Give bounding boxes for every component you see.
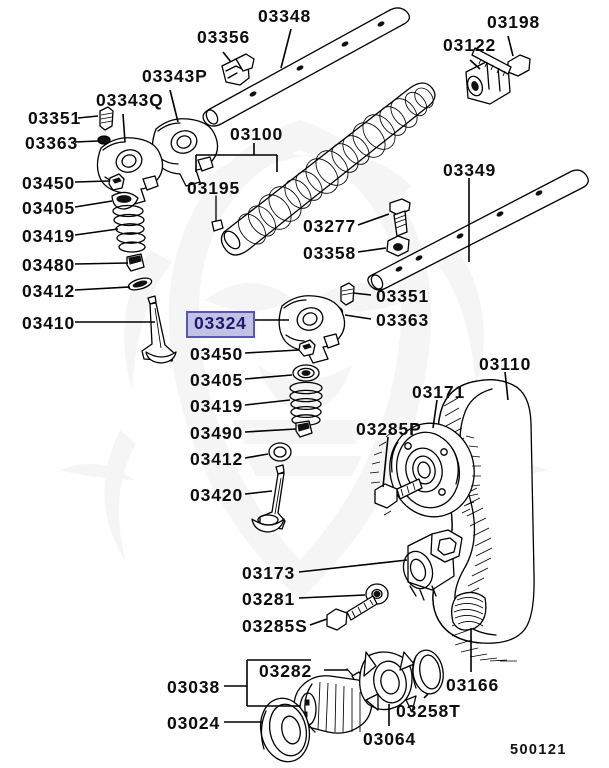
part-oil-seal-03412-lower <box>268 442 292 462</box>
part-washer-plate-03358 <box>386 235 410 257</box>
part-pulley-03024 <box>259 697 311 763</box>
part-label-03450a[interactable]: 03450 <box>22 173 76 193</box>
part-label-03480[interactable]: 03480 <box>22 255 76 275</box>
part-label-03348[interactable]: 03348 <box>258 6 312 26</box>
part-label-03285S[interactable]: 03285S <box>242 616 308 636</box>
part-valve-03420 <box>251 464 286 533</box>
part-label-03064[interactable]: 03064 <box>363 729 417 749</box>
part-label-03281[interactable]: 03281 <box>242 589 296 609</box>
part-label-03419a[interactable]: 03419 <box>22 226 76 246</box>
part-oil-seal-03412-upper <box>127 277 153 291</box>
part-label-03166[interactable]: 03166 <box>446 675 500 695</box>
part-label-03173[interactable]: 03173 <box>242 563 296 583</box>
part-label-03420[interactable]: 03420 <box>190 485 244 505</box>
part-label-03122[interactable]: 03122 <box>443 35 497 55</box>
part-label-03363b[interactable]: 03363 <box>376 310 430 330</box>
part-label-03405a[interactable]: 03405 <box>22 198 76 218</box>
part-rocker-arm-03343P <box>151 118 219 187</box>
part-nut-03363-upper <box>97 135 111 145</box>
part-label-03351b[interactable]: 03351 <box>376 286 430 306</box>
part-label-03490[interactable]: 03490 <box>190 423 244 443</box>
part-label-03343P[interactable]: 03343P <box>142 66 208 86</box>
part-label-03171[interactable]: 03171 <box>412 382 466 402</box>
part-label-03195[interactable]: 03195 <box>187 178 241 198</box>
part-roller-03166 <box>451 591 487 631</box>
part-pin-03195 <box>211 195 224 232</box>
drawing-code: 500121 <box>510 742 567 758</box>
part-rocker-arm-03324 <box>278 295 346 364</box>
part-adjuster-03351-upper <box>99 106 114 131</box>
part-valve-spring-03419-lower <box>289 381 323 426</box>
part-label-03277[interactable]: 03277 <box>303 216 357 236</box>
part-label-03343Q[interactable]: 03343Q <box>96 90 164 110</box>
part-clip-03356 <box>221 53 255 86</box>
part-label-03285P[interactable]: 03285P <box>356 419 422 439</box>
part-bolt-03285S <box>326 595 378 631</box>
part-label-03356[interactable]: 03356 <box>197 27 251 47</box>
part-label-03412b[interactable]: 03412 <box>190 449 244 469</box>
part-label-03450b[interactable]: 03450 <box>190 344 244 364</box>
part-label-03198[interactable]: 03198 <box>487 12 541 32</box>
part-valve-spring-03419-upper <box>112 204 146 253</box>
part-label-03419b[interactable]: 03419 <box>190 396 244 416</box>
part-lock-03450-upper <box>108 173 125 191</box>
part-bolt-03198 <box>471 47 531 77</box>
part-bolt-03285P <box>374 478 423 509</box>
part-label-03100[interactable]: 03100 <box>230 124 284 144</box>
part-label-03282[interactable]: 03282 <box>259 661 313 681</box>
part-label-03258T[interactable]: 03258T <box>396 701 461 721</box>
part-rocker-shaft-03349 <box>367 169 589 291</box>
part-retainer-03405-lower <box>292 364 320 382</box>
leader-lines <box>74 28 514 726</box>
part-valve-03410 <box>141 295 177 364</box>
part-label-03410[interactable]: 03410 <box>22 313 76 333</box>
part-label-03024[interactable]: 03024 <box>167 713 221 733</box>
part-label-03363a[interactable]: 03363 <box>25 133 79 153</box>
part-oil-seal-03258T <box>412 649 444 695</box>
part-label-03349[interactable]: 03349 <box>443 160 497 180</box>
part-flange-03064 <box>359 651 417 713</box>
part-label-03358[interactable]: 03358 <box>303 243 357 263</box>
part-camshaft-03100 <box>220 82 436 256</box>
part-label-03351a[interactable]: 03351 <box>28 108 82 128</box>
part-label-03324[interactable]: 03324 <box>186 311 255 338</box>
part-seat-03480 <box>126 253 145 272</box>
part-bolt-03277 <box>389 198 411 237</box>
part-label-03412a[interactable]: 03412 <box>22 281 76 301</box>
part-seat-03490 <box>295 420 313 438</box>
part-rocker-shaft-03348 <box>202 7 411 127</box>
part-tensioner-03173 <box>402 529 463 601</box>
part-label-03110[interactable]: 03110 <box>479 354 532 374</box>
part-label-03405b[interactable]: 03405 <box>190 370 244 390</box>
part-adjuster-03351-lower <box>340 282 355 306</box>
part-label-03038[interactable]: 03038 <box>167 677 221 697</box>
